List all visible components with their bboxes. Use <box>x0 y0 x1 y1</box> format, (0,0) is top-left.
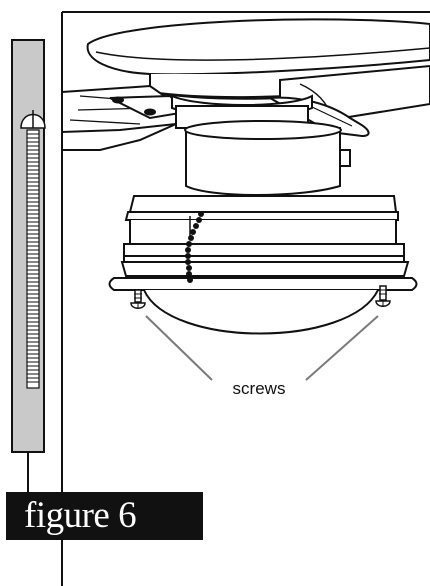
screw-actual-size-gauge <box>11 39 46 453</box>
screw-thread-marks <box>27 133 39 383</box>
figure-label: figure 6 <box>24 495 137 536</box>
screw-right-icon <box>375 285 391 307</box>
switch-housing <box>171 94 351 196</box>
pull-chain <box>185 211 204 283</box>
screws-leader-lines <box>145 315 379 381</box>
fan-blade-left <box>61 84 189 151</box>
screw-left-icon <box>130 289 146 309</box>
figure-label-box <box>6 492 203 540</box>
light-kit-housing <box>108 195 418 335</box>
screws-callout: screws <box>233 379 286 398</box>
